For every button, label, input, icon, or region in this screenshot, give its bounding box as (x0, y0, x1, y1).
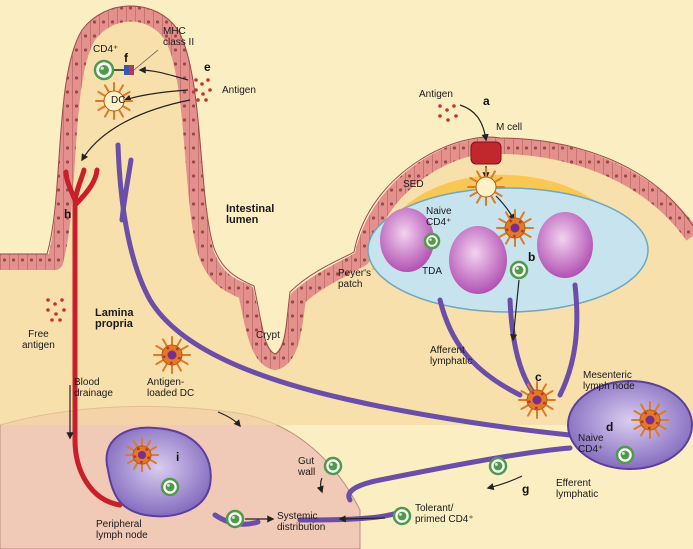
arrow-tda-to-lymphatic (509, 279, 520, 342)
afferent-lymphatic-1 (437, 297, 523, 398)
step-letter-a: a (483, 94, 490, 108)
step-letter-f: f (124, 51, 128, 65)
antigen-loaded-dc (153, 336, 191, 374)
gut-wall-t-cell (323, 456, 343, 476)
blood-vessel-branch-mid (72, 167, 87, 203)
peripheral-node-t-cell (160, 477, 180, 497)
arrow-dc-migration (217, 411, 241, 428)
antigen-cluster-a (438, 104, 458, 122)
sed-dendritic-cell (467, 168, 505, 206)
antigen-label-a: Antigen (419, 89, 453, 100)
arrow-tolerant-to-systemic (338, 515, 386, 523)
follicle-3 (537, 212, 593, 278)
blood-vessel-branch-right (72, 167, 100, 208)
villus-lacteal-branch (119, 157, 134, 223)
antigen-cluster-free (46, 298, 66, 322)
step-letter-c: c (535, 370, 542, 384)
step-letter-h: h (64, 207, 72, 221)
lymphatic-dc (518, 381, 556, 419)
peripheral-node-dc (124, 437, 160, 473)
cell-layer (93, 59, 669, 529)
tda-label: TDA (422, 266, 442, 277)
villus-cd4-t-cell (93, 59, 115, 81)
step-letter-d: d (606, 420, 614, 434)
arrow-antigen-to-cd4 (138, 66, 189, 81)
arrow-antigen-to-m-cell (459, 104, 489, 142)
peripheral-lymph-node (105, 426, 212, 518)
epithelium-outline (0, 5, 693, 355)
cd4-label: CD4⁺ (93, 44, 119, 55)
efferent-lymphatic (346, 445, 573, 503)
crypt-label: Crypt (256, 330, 280, 341)
mesenteric-lymph-node (567, 380, 693, 470)
arrow-efferent (486, 475, 523, 491)
step-letter-g: g (522, 482, 530, 496)
lamina-propria-region (0, 17, 693, 425)
systemic-t-cell (225, 509, 245, 529)
mesenteric-node-dc (631, 401, 669, 439)
mhc-leader-line (133, 49, 159, 71)
tolerant-primed-label: Tolerant/primed CD4⁺ (415, 503, 474, 525)
arrow-antigen-to-dc (123, 89, 189, 102)
mhc-class-ii-icon (124, 65, 129, 75)
blood-vessel-trunk (72, 197, 123, 508)
m-cell (470, 141, 502, 165)
mesenteric-node-t-cell (615, 445, 635, 465)
arrow-antigen-to-blood (81, 99, 191, 162)
follicle-1 (380, 208, 434, 272)
afferent-lymphatic-3 (557, 282, 580, 398)
follicle-2 (449, 226, 507, 294)
tcr-icon (129, 65, 134, 75)
blood-vessel (63, 167, 123, 508)
tolerant-t-cell (392, 506, 412, 526)
arrow-gut-wall (316, 477, 324, 494)
step-letter-b: b (528, 250, 536, 264)
tda-dendritic-cell (496, 209, 534, 247)
antigen-cluster-e (194, 78, 212, 102)
villus-dendritic-cell (95, 82, 133, 120)
m-cell-label: M cell (496, 122, 523, 133)
antigen-label-e: Antigen (222, 85, 256, 96)
naive-t-cell-pp (423, 232, 441, 250)
sed-label: SED (403, 179, 424, 190)
antigen-loaded-dc-label: Antigen-loaded DC (147, 377, 195, 399)
step-letter-i: i (176, 450, 180, 464)
step-letter-e: e (204, 60, 211, 74)
tda-t-cell (509, 260, 529, 280)
efferent-t-cell (488, 456, 508, 476)
antigen-dots (46, 78, 458, 322)
dc-label: DC (111, 95, 126, 106)
villus-lymphatic (115, 142, 573, 438)
